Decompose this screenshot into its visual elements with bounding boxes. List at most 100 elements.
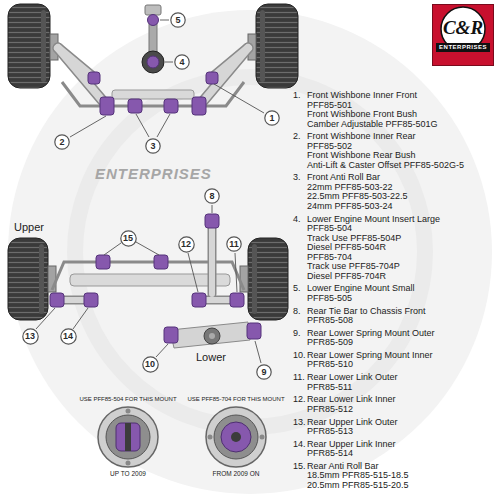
callout-circle-outline: [175, 55, 189, 69]
engine-mount-late: [221, 422, 251, 452]
callout-circle: 1: [264, 110, 280, 126]
list-number: 3.: [293, 173, 301, 182]
list-text: Rear Upper Link Inner: [307, 440, 396, 449]
list-text: PFR85-513: [307, 427, 353, 436]
list-text: Diesel PFF85-504R: [307, 243, 386, 252]
callout-number: 3: [150, 142, 155, 151]
leader-line: [160, 20, 169, 21]
list-text: Diesel PFF85-704R: [307, 272, 386, 281]
callout-circle-outline: [257, 365, 271, 379]
front-wishbone: [58, 48, 107, 106]
leader-line: [136, 242, 159, 255]
leader-line: [73, 308, 88, 329]
list-number: 15.: [293, 462, 306, 471]
callout-circle-outline: [178, 236, 193, 251]
rear-wheel: [252, 244, 257, 314]
mount-note: USE PFF85-704 FOR THIS MOUNT: [187, 396, 284, 402]
front-crossmember: [112, 90, 194, 99]
callout-circle: 5: [170, 12, 186, 28]
polyurethane-bush: [50, 214, 261, 343]
callout-number: 13: [25, 332, 35, 341]
polyurethane-bush: [192, 293, 206, 307]
engine-mount-late: [231, 432, 241, 442]
callout-circle: 9: [256, 364, 272, 380]
polyurethane-bush: [154, 255, 168, 269]
list-number: 11.: [293, 373, 305, 382]
list-number: 5.: [293, 284, 301, 293]
callout-circle: 15: [120, 230, 137, 247]
list-text: PFF85-501: [307, 101, 352, 110]
leader-line: [235, 253, 237, 292]
list-text: 18.5mm PFR85-515-18.5: [307, 471, 409, 480]
rear-link: [57, 226, 237, 300]
list-text: Front Wishbone Inner Front: [307, 91, 417, 100]
rear-link: [57, 226, 237, 300]
list-number: 14.: [293, 440, 306, 449]
list-text: PFF85-704: [307, 253, 352, 262]
callout-number: 5: [175, 16, 180, 25]
mount-note: USE PFF85-504 FOR THIS MOUNT: [79, 396, 176, 402]
front-wheel: [8, 4, 298, 88]
list-number: 8.: [293, 307, 301, 316]
list-text: 20.5mm PFR85-515-20.5: [307, 481, 409, 490]
rear-lower-arm: [209, 333, 215, 339]
watermark-circle: [75, 77, 425, 427]
callout-number: 2: [59, 138, 64, 147]
list-text: PFR85-512: [307, 405, 353, 414]
leader-line: [136, 114, 149, 137]
callout-circle-outline: [265, 111, 279, 125]
polyurethane-bush: [147, 56, 159, 68]
rear-wheel: [248, 238, 288, 320]
callout-circle: 4: [174, 54, 190, 70]
front-wishbone: [58, 48, 248, 106]
list-text: Front Wishbone Rear Bush: [307, 151, 416, 160]
callout-number: 14: [63, 332, 73, 341]
polyurethane-bush: [100, 97, 114, 115]
leader-line: [36, 308, 55, 329]
list-number: 10.: [293, 351, 306, 360]
polyurethane-bush: [84, 293, 98, 307]
engine-mount-early: [98, 407, 158, 467]
rear-link: [209, 226, 215, 294]
front-wheel: [256, 4, 298, 88]
engine-mount-late: [214, 415, 258, 459]
polyurethane-bush: [164, 327, 178, 343]
engine-mount-early: [116, 423, 140, 451]
logo-tagline: ENTERPRISES: [436, 43, 490, 52]
list-text: PFF85-502: [307, 142, 352, 151]
list-text: PFR85-508: [307, 316, 353, 325]
callout-number: 15: [123, 234, 133, 243]
list-number: 4.: [293, 215, 301, 224]
polyurethane-bush: [148, 15, 159, 26]
part-label: Upper: [14, 222, 44, 234]
front-wishbone: [58, 48, 248, 106]
list-number: 1.: [293, 91, 301, 100]
rear-wheel: [8, 238, 48, 320]
callout-number: 9: [261, 368, 266, 377]
front-wheel: [41, 10, 46, 82]
callout-circle-outline: [120, 230, 135, 245]
list-text: Track use PFF85-704P: [307, 262, 400, 271]
engine-mount-early: [126, 409, 131, 414]
callout-circle: 14: [60, 328, 77, 345]
front-wishbone: [199, 48, 248, 106]
list-text: Front Wishbone Front Bush: [307, 110, 417, 119]
engine-mount-early: [106, 415, 150, 459]
callout-number: 12: [181, 240, 191, 249]
callout-circle-outline: [22, 328, 37, 343]
polyurethane-bush: [88, 15, 218, 116]
engine-mount-late: [260, 435, 265, 440]
list-text: Lower Engine Mount Small: [307, 284, 415, 293]
list-text: Rear Lower Spring Mount Outer: [307, 329, 435, 338]
callout-number: 1: [269, 114, 274, 123]
list-text: PFR85-511: [307, 383, 352, 392]
callout-number: 4: [179, 58, 184, 67]
engine-mount-link: [142, 5, 164, 73]
engine-mount-late: [206, 407, 266, 467]
callout-number: 11: [229, 240, 239, 249]
callout-circle: 2: [54, 134, 70, 150]
leader-line: [157, 114, 170, 137]
logo-mark: C&R: [443, 18, 483, 37]
